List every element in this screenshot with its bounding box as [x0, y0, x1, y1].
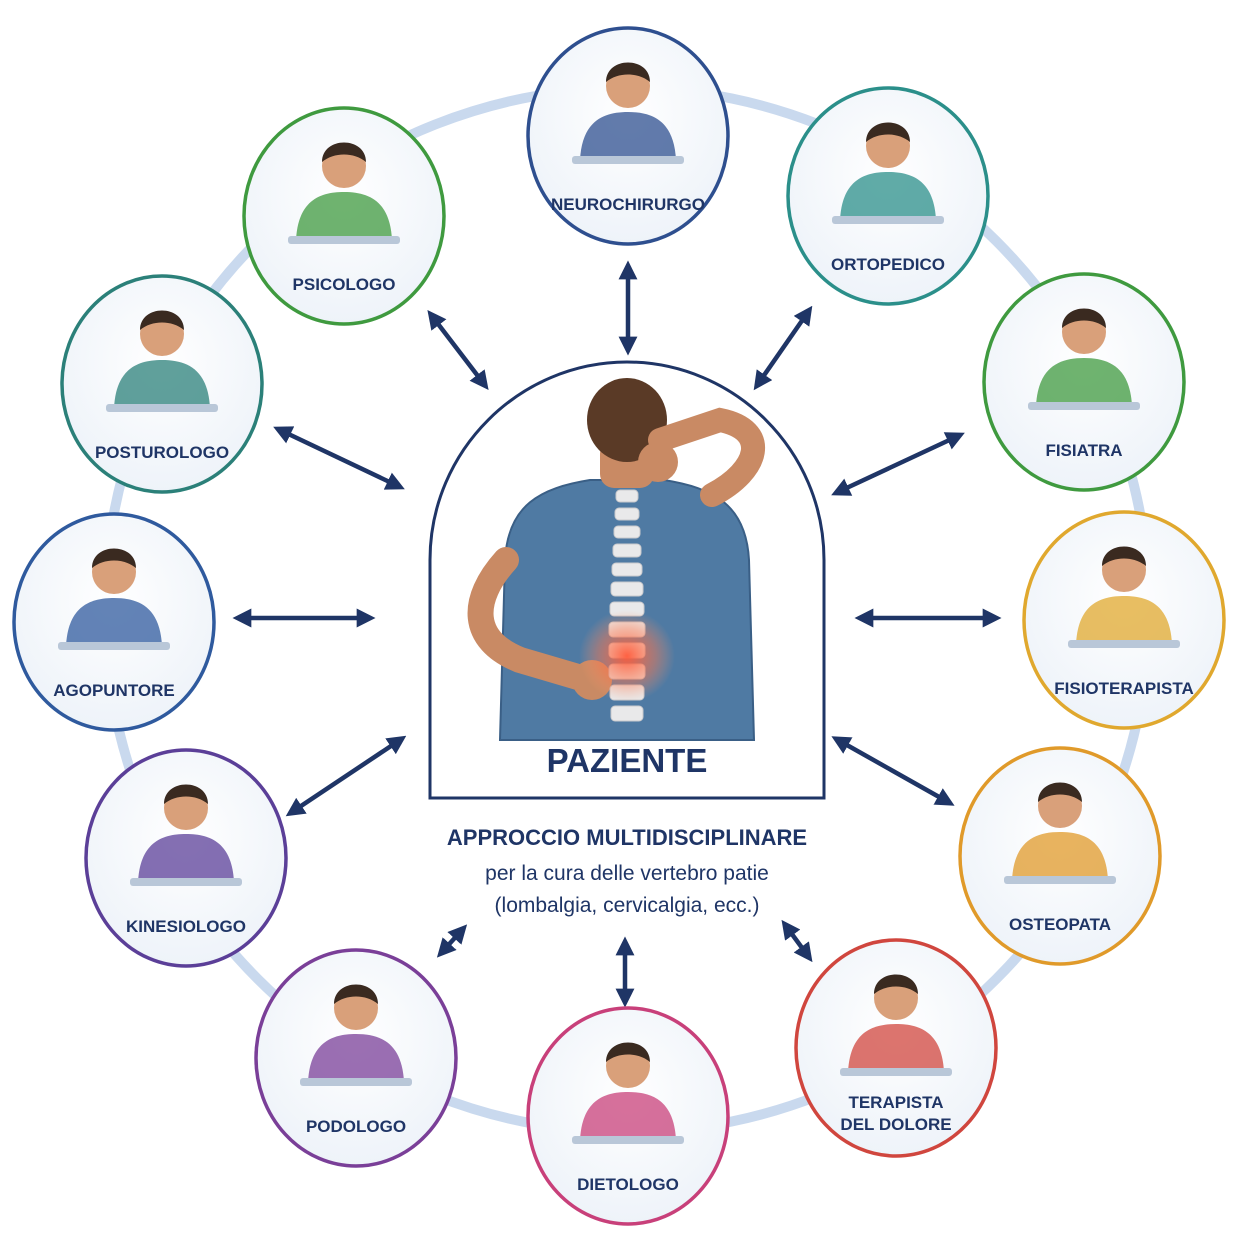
arrow-psicologo [427, 309, 489, 391]
arrow-terapista-del-dolore [781, 919, 813, 963]
specialist-label: PSICOLOGO [293, 275, 396, 294]
patient-panel: PAZIENTE [428, 360, 826, 800]
specialists-layer: NEUROCHIRURGO ORTOPEDICO FISIATRA FISIOTERA… [12, 26, 1226, 1226]
patient-back-icon [467, 378, 765, 741]
psychologist-icon [288, 142, 400, 244]
acupuncture-icon [58, 548, 170, 650]
specialist-label: TERAPISTA [848, 1093, 943, 1112]
osteopathy-icon [1004, 782, 1116, 884]
specialist-agopuntore: AGOPUNTORE [12, 512, 216, 732]
nutrition-icon [572, 1042, 684, 1144]
arrows-layer [232, 260, 1002, 1008]
caption-line-1: per la cura delle vertebro patie [485, 862, 769, 885]
specialist-terapista-del-dolore: TERAPISTA DEL DOLORE [794, 938, 998, 1158]
specialist-label: DEL DOLORE [840, 1115, 951, 1134]
specialist-kinesiologo: KINESIOLOGO [84, 748, 288, 968]
specialist-osteopata: OSTEOPATA [958, 746, 1162, 966]
doctor-writing-icon [1028, 308, 1140, 410]
arrow-podologo [436, 924, 468, 958]
specialist-label: AGOPUNTORE [53, 681, 175, 700]
specialist-label: DIETOLOGO [577, 1175, 679, 1194]
arrow-fisiatra [831, 432, 965, 496]
posture-icon [106, 310, 218, 412]
specialist-fisioterapista: FISIOTERAPISTA [1022, 510, 1226, 730]
specialist-label: FISIATRA [1045, 441, 1122, 460]
caption-title: APPROCCIO MULTIDISCIPLINARE [447, 825, 807, 850]
pain-glow [579, 610, 675, 702]
patient-label: PAZIENTE [547, 742, 708, 779]
specialist-label: OSTEOPATA [1009, 915, 1111, 934]
specialist-label: FISIOTERAPISTA [1054, 679, 1193, 698]
spine-model-icon [832, 122, 944, 224]
caption: APPROCCIO MULTIDISCIPLINARE per la cura … [447, 825, 807, 917]
physiotherapy-icon [1068, 546, 1180, 648]
specialist-psicologo: PSICOLOGO [242, 106, 446, 326]
specialist-label: ORTOPEDICO [831, 255, 945, 274]
specialist-podologo: PODOLOGO [254, 948, 458, 1168]
surgeon-icon [572, 62, 684, 164]
caption-line-2: (lombalgia, cervicalgia, ecc.) [495, 894, 760, 917]
pain-therapy-icon [840, 974, 952, 1076]
specialist-dietologo: DIETOLOGO [526, 1006, 730, 1226]
specialist-posturologo: POSTUROLOGO [60, 274, 264, 494]
specialist-ortopedico: ORTOPEDICO [786, 86, 990, 306]
arrow-osteopata [831, 736, 955, 806]
arrow-posturologo [273, 426, 405, 490]
trainer-icon [130, 784, 242, 886]
arrow-kinesiologo [285, 735, 407, 817]
specialist-label: PODOLOGO [306, 1117, 406, 1136]
specialist-label: KINESIOLOGO [126, 917, 246, 936]
specialist-fisiatra: FISIATRA [982, 272, 1186, 492]
specialist-label: NEUROCHIRURGO [551, 195, 705, 214]
arrow-ortopedico [753, 305, 813, 391]
specialist-neurochirurgo: NEUROCHIRURGO [526, 26, 730, 246]
foot-icon [300, 984, 412, 1086]
specialist-label: POSTUROLOGO [95, 443, 229, 462]
